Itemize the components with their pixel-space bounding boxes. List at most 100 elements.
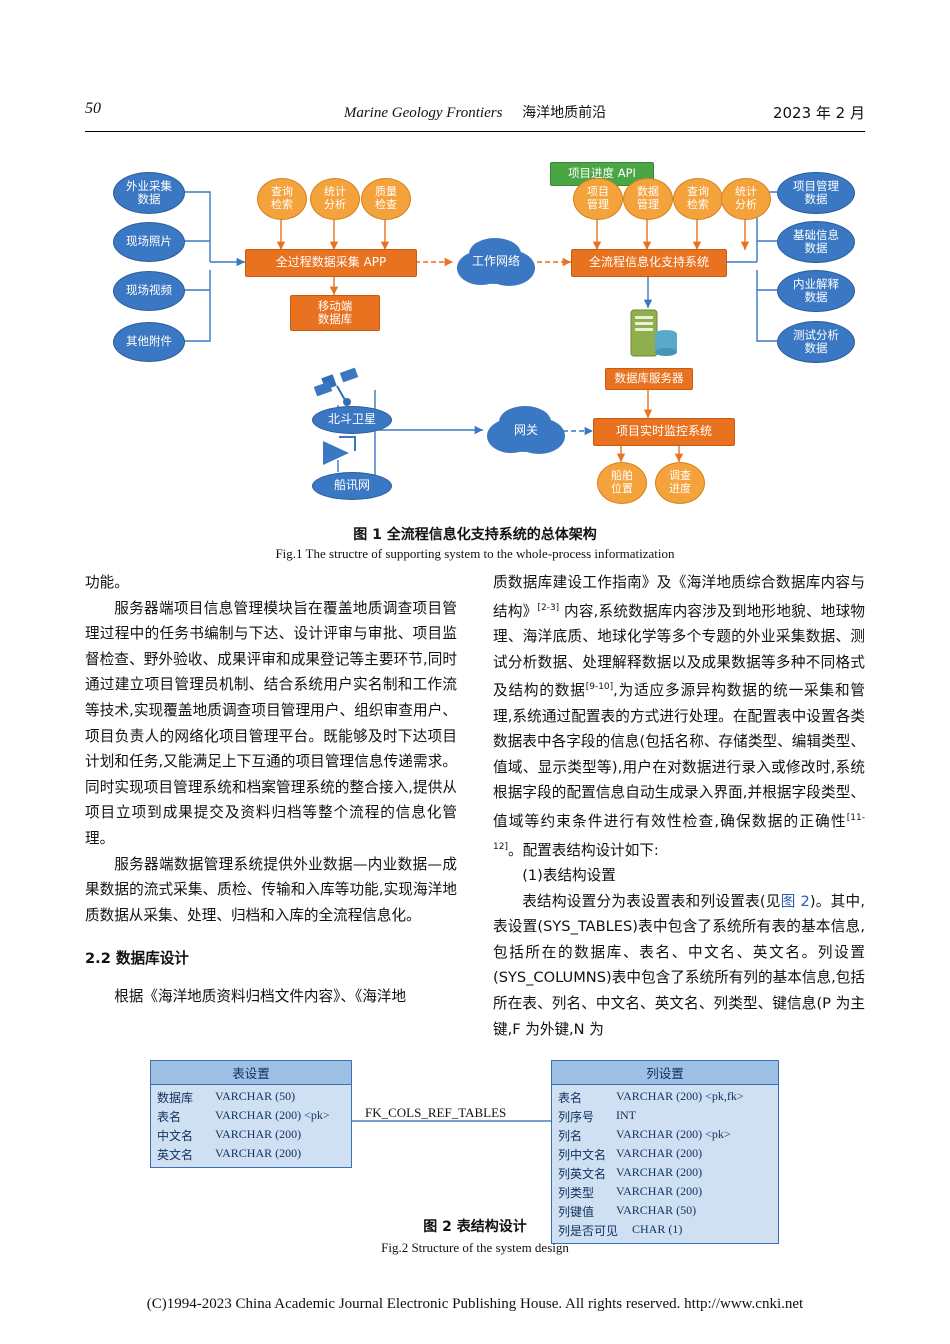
issue-date: 2023 年 2 月 xyxy=(772,104,865,122)
entity-row: 列名 VARCHAR (200) <pk> xyxy=(552,1126,778,1145)
node-ship-position: 船舶 位置 xyxy=(597,462,647,504)
field-name: 列中文名 xyxy=(558,1148,607,1162)
node-sys-statistics: 统计 分析 xyxy=(721,178,771,220)
field-name: 列序号 xyxy=(558,1110,595,1124)
field-name: 中文名 xyxy=(157,1129,194,1143)
figure-2-connectors xyxy=(303,1116,551,1126)
node-label: 项目进度 API xyxy=(568,166,636,181)
figure-2-link[interactable]: 图 2 xyxy=(780,892,810,910)
figure-1-caption-cn: 图 1 全流程信息化支持系统的总体架构 xyxy=(353,527,597,543)
database-server-icon xyxy=(630,309,677,357)
node-label: 统计 分析 xyxy=(735,185,757,211)
node-label: 项目实时监控系统 xyxy=(615,424,712,439)
node-sys-project-mgmt: 项目 管理 xyxy=(573,178,623,220)
node-label: 基础信息 数据 xyxy=(793,227,839,255)
entity-title: 列设置 xyxy=(552,1061,778,1085)
entity-row: 表名 VARCHAR (200) <pk,fk> xyxy=(552,1088,778,1107)
body-column-left: 功能。 服务器端项目信息管理模块旨在覆盖地质调查项目管理过程中的任务书编制与下达… xyxy=(85,570,457,1010)
node-app-quality: 质量 检查 xyxy=(361,178,411,220)
field-name: 列名 xyxy=(558,1129,583,1143)
node-sys-data-mgmt: 数据 管理 xyxy=(623,178,673,220)
node-field-data: 外业采集 数据 xyxy=(113,172,185,214)
node-collection-app: 全过程数据采集 APP xyxy=(245,249,417,277)
copyright-footer: (C)1994-2023 China Academic Journal Elec… xyxy=(146,1296,804,1312)
node-label: 内业解释 数据 xyxy=(793,276,839,304)
node-label: 移动端 数据库 xyxy=(317,298,353,326)
paragraph: 服务器端项目信息管理模块旨在覆盖地质调查项目管理过程中的任务书编制与下达、设计评… xyxy=(85,599,457,847)
journal-title-cn: 海洋地质前沿 xyxy=(522,105,607,121)
field-name: 列类型 xyxy=(558,1186,595,1200)
ship-antenna-icon xyxy=(323,436,356,465)
node-label: 数据库服务器 xyxy=(614,371,684,386)
field-name: 列英文名 xyxy=(558,1167,607,1181)
node-work-network xyxy=(457,238,535,286)
node-site-video: 现场视频 xyxy=(113,271,185,311)
node-label: 网关 xyxy=(513,423,538,438)
field-name: 表名 xyxy=(157,1110,182,1124)
body-column-right: 质数据库建设工作指南》及《海洋地质综合数据库内容与结构》[2-3] 内容,系统数… xyxy=(493,570,865,1042)
field-type: VARCHAR (200) xyxy=(616,1146,703,1160)
node-work-network-label: 工作网络 xyxy=(451,252,541,272)
running-head: 50 Marine Geology Frontiers 海洋地质前沿 2023 … xyxy=(85,100,865,130)
node-site-photo: 现场照片 xyxy=(113,222,185,262)
node-label: 质量 检查 xyxy=(375,185,397,211)
column-settings-entity: 列设置 表名 VARCHAR (200) <pk,fk> 列序号 INT 列名 VAR… xyxy=(551,1060,779,1244)
node-label: 现场照片 xyxy=(126,234,172,249)
figure-2-caption-cn: 图 2 表结构设计 xyxy=(423,1219,527,1235)
figure-2-caption-en: Fig.2 Structure of the system design xyxy=(381,1240,569,1255)
field-name: 表名 xyxy=(558,1091,583,1105)
field-type: INT xyxy=(616,1108,636,1122)
node-label: 测试分析 数据 xyxy=(793,327,839,355)
field-name: 列键值 xyxy=(558,1205,595,1219)
node-label: 调查 进度 xyxy=(669,469,691,495)
node-app-statistics: 统计 分析 xyxy=(310,178,360,220)
relationship-label: FK_COLS_REF_TABLES xyxy=(365,1105,507,1120)
node-label: 其他附件 xyxy=(126,334,172,349)
figure-1-caption-en: Fig.1 The structre of supporting system … xyxy=(275,546,675,561)
node-label: 全过程数据采集 APP xyxy=(275,255,387,270)
field-type: VARCHAR (50) xyxy=(215,1089,296,1103)
node-interpretation-data: 内业解释 数据 xyxy=(777,270,855,312)
page-number: 50 xyxy=(85,100,101,117)
node-other-attachment: 其他附件 xyxy=(113,322,185,362)
field-type: VARCHAR (200) xyxy=(215,1146,302,1160)
paragraph: (1)表结构设置 xyxy=(522,866,616,884)
figure-1: 外业采集 数据 现场照片 现场视频 其他附件 查询 检索 统计 分析 质量 检查… xyxy=(85,140,865,515)
node-label: 船讯网 xyxy=(333,478,370,493)
field-type: VARCHAR (200) <pk,fk> xyxy=(616,1089,744,1103)
field-name: 列是否可见 xyxy=(558,1224,619,1238)
entity-row: 列类型 VARCHAR (200) xyxy=(552,1183,778,1202)
node-label: 统计 分析 xyxy=(324,185,346,211)
field-type: VARCHAR (200) <pk> xyxy=(616,1127,731,1141)
node-db-server: 数据库服务器 xyxy=(605,368,693,390)
node-beidou-satellite: 北斗卫星 xyxy=(312,406,392,434)
node-project-mgmt-data: 项目管理 数据 xyxy=(777,172,855,214)
node-realtime-monitor: 项目实时监控系统 xyxy=(593,418,735,446)
node-sys-query: 查询 检索 xyxy=(673,178,723,220)
node-support-system: 全流程信息化支持系统 xyxy=(571,249,727,277)
node-label: 北斗卫星 xyxy=(327,412,376,427)
field-type: VARCHAR (200) xyxy=(616,1184,703,1198)
field-type: VARCHAR (50) xyxy=(616,1203,697,1217)
header-rule xyxy=(85,131,865,132)
journal-title-en: Marine Geology Frontiers xyxy=(343,105,503,121)
node-app-query: 查询 检索 xyxy=(257,178,307,220)
entity-row: 列键值 VARCHAR (50) xyxy=(552,1202,778,1221)
node-survey-progress: 调查 进度 xyxy=(655,462,705,504)
node-label: 查询 检索 xyxy=(271,185,293,211)
paragraph: 根据《海洋地质资料归档文件内容》、《海洋地 xyxy=(114,987,407,1005)
satellite-icon xyxy=(313,367,359,406)
entity-row: 列序号 INT xyxy=(552,1107,778,1126)
paragraph: 服务器端数据管理系统提供外业数据—内业数据—成果数据的流式采集、质检、传输和入库… xyxy=(85,855,457,924)
node-label: 船舶 位置 xyxy=(611,469,633,495)
field-name: 英文名 xyxy=(157,1148,194,1162)
paragraph: 表结构设置分为表设置表和列设置表(见图 2)。其中,表设置(SYS_TABLES… xyxy=(493,892,865,1038)
section-heading: 2.2 数据库设计 xyxy=(85,950,189,968)
